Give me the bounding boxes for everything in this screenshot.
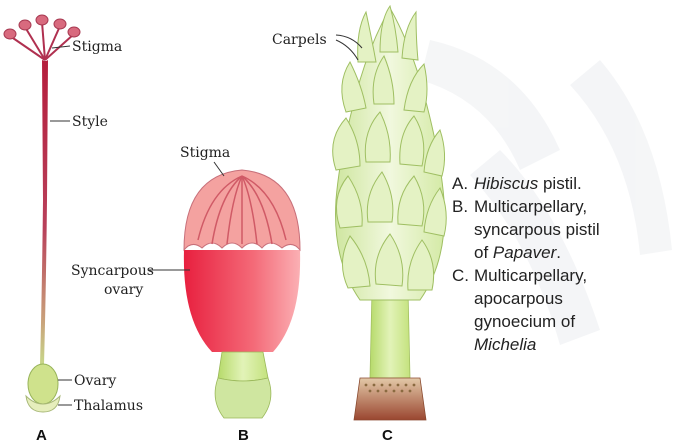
b-ovary — [184, 250, 300, 352]
caption-b-text: Multicarpellary, syncarpous pistil of Pa… — [474, 195, 674, 264]
c-stalk — [370, 290, 410, 378]
caption-a-italic: Hibiscus — [474, 174, 538, 193]
a-style — [40, 60, 48, 365]
caption-b-italic: Papaver — [493, 243, 556, 262]
label-a-ovary: Ovary — [74, 373, 116, 389]
pistil-a: Stigma Style Ovary Thalamus A — [4, 15, 143, 444]
b-base — [215, 378, 271, 418]
figure-caption: A. Hibiscus pistil. B. Multicarpellary, … — [452, 172, 674, 356]
b-neck — [218, 352, 268, 381]
a-ovary — [28, 364, 58, 404]
caption-c-text: Multicarpellary, apocarpous gynoecium of… — [474, 264, 674, 356]
caption-a-rest: pistil. — [538, 174, 581, 193]
caption-b-line1: Multicarpellary, — [474, 197, 587, 216]
caption-c: C. Multicarpellary, apocarpous gynoecium… — [452, 264, 674, 356]
figure-letter-a: A — [36, 427, 47, 444]
label-c-carpels: Carpels — [272, 32, 327, 48]
caption-b: B. Multicarpellary, syncarpous pistil of… — [452, 195, 674, 264]
figure-letter-c: C — [382, 427, 393, 444]
label-a-thalamus: Thalamus — [74, 398, 143, 414]
label-a-stigma: Stigma — [72, 39, 122, 55]
caption-c-letter: C. — [452, 264, 474, 356]
caption-c-italic: Michelia — [474, 335, 536, 354]
figure-letter-b: B — [238, 427, 249, 444]
label-b-stigma: Stigma — [180, 145, 230, 161]
label-a-style: Style — [72, 114, 108, 130]
label-b-ovary-2: ovary — [104, 282, 143, 298]
caption-c-line1: Multicarpellary, — [474, 266, 587, 285]
caption-b-line2: syncarpous pistil — [474, 220, 600, 239]
a-stigma-lobes — [4, 15, 80, 60]
caption-b-line3-prefix: of — [474, 243, 493, 262]
caption-a: A. Hibiscus pistil. — [452, 172, 674, 195]
caption-a-text: Hibiscus pistil. — [474, 172, 674, 195]
caption-b-line3-suffix: . — [556, 243, 561, 262]
label-b-ovary-1: Syncarpous — [71, 263, 154, 279]
caption-c-line3: gynoecium of — [474, 312, 575, 331]
caption-b-letter: B. — [452, 195, 474, 264]
caption-c-line2: apocarpous — [474, 289, 563, 308]
caption-a-letter: A. — [452, 172, 474, 195]
